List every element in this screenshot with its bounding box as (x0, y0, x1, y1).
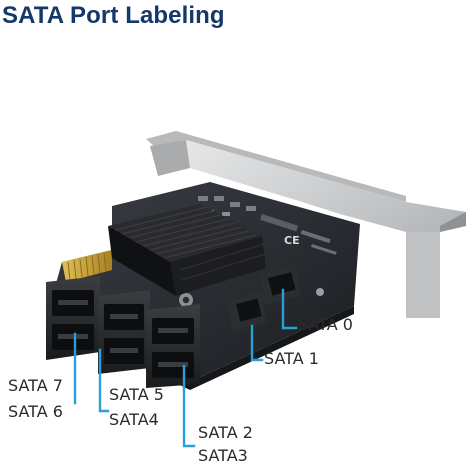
label-sata6: SATA 6 (8, 402, 63, 421)
label-sata2: SATA 2 (198, 423, 253, 442)
label-sata0: SATA 0 (298, 315, 353, 334)
sata-port-stack-right (146, 304, 200, 388)
leader-line-sata2-3 (182, 364, 196, 448)
label-sata5: SATA 5 (109, 385, 164, 404)
leader-line-sata1 (250, 324, 264, 362)
heatsink (108, 204, 266, 296)
sata-port-stack-left (46, 276, 100, 360)
sata-port-stack-middle (98, 290, 150, 374)
sata-port-0 (260, 264, 300, 306)
pcie-gold-connector (62, 250, 112, 282)
svg-text:CE: CE (284, 234, 300, 247)
leader-line-sata5-4 (98, 348, 110, 413)
metal-bracket (146, 131, 466, 318)
ce-mark-icon: CE (284, 234, 300, 247)
sata-port-1 (228, 290, 266, 332)
page-title: SATA Port Labeling (2, 2, 225, 29)
label-sata1: SATA 1 (264, 349, 319, 368)
label-sata7: SATA 7 (8, 376, 63, 395)
label-sata3: SATA3 (198, 446, 248, 465)
leader-line-sata0 (281, 288, 298, 330)
label-sata4: SATA4 (109, 410, 159, 429)
